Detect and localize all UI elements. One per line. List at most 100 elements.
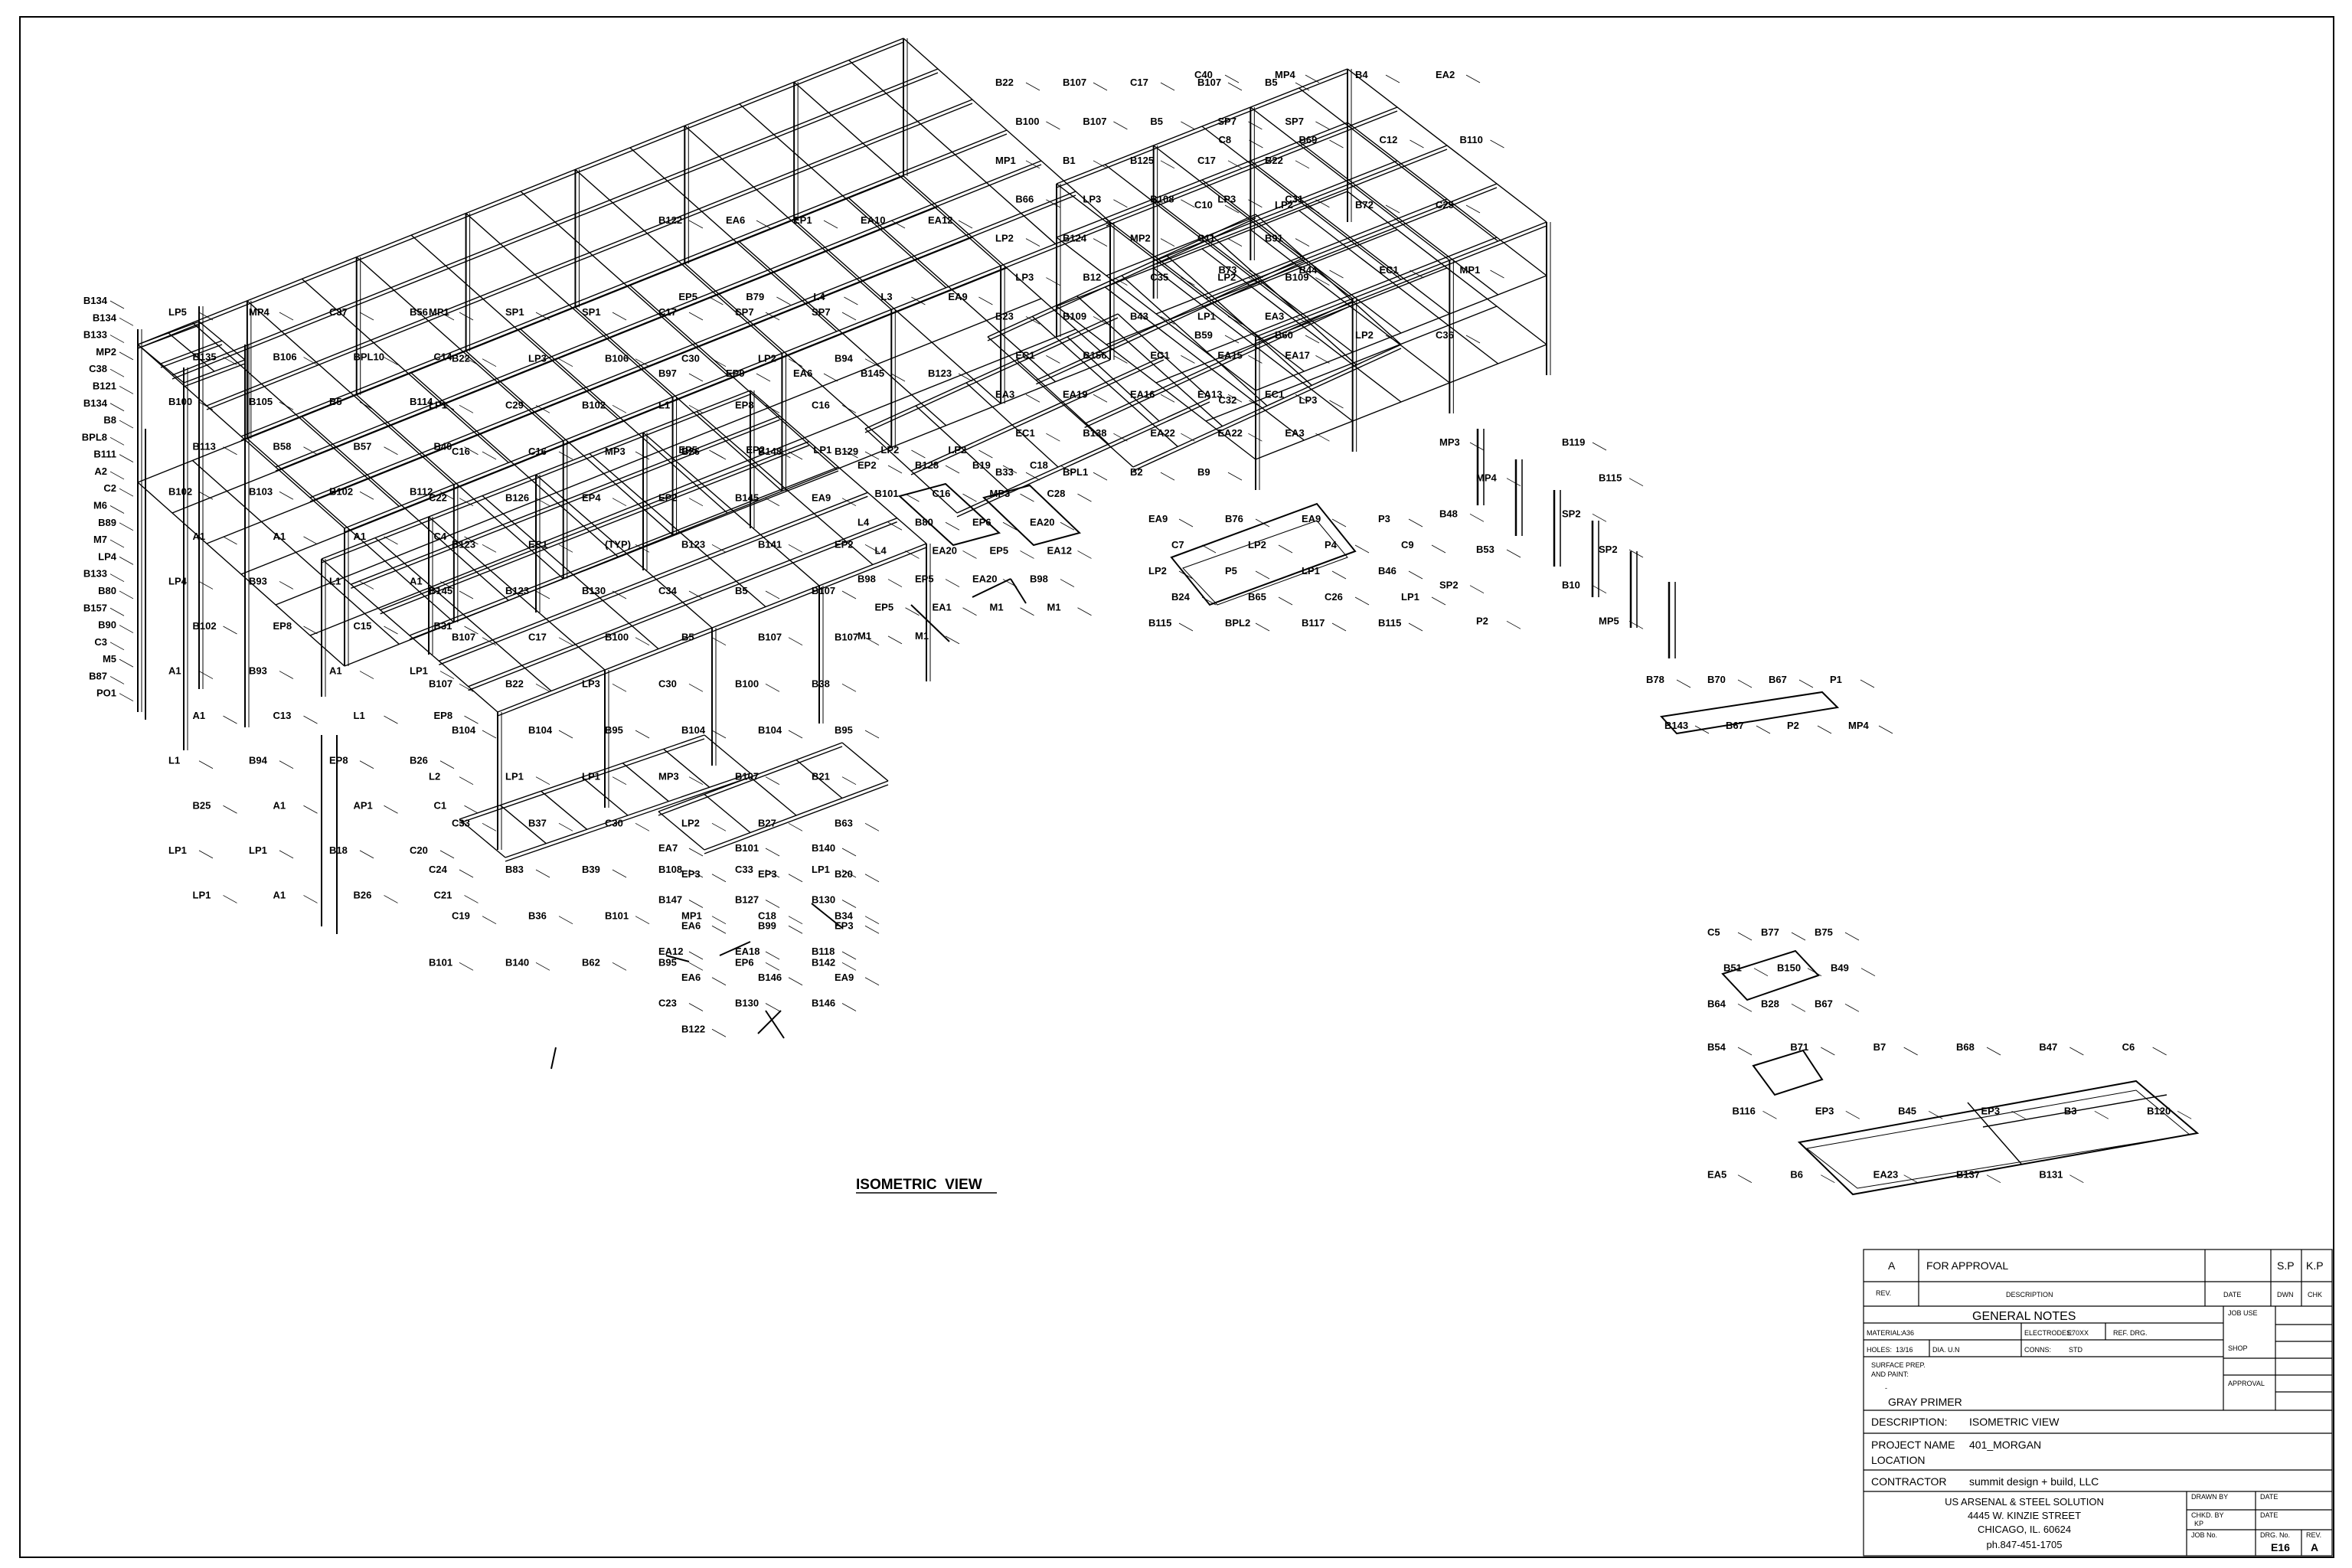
member-label: B141	[758, 538, 782, 550]
member-label: B28	[1761, 998, 1779, 1009]
steel-frame-outline	[1805, 1089, 2191, 1189]
leader-line	[109, 403, 125, 412]
member-label: B134	[83, 295, 108, 306]
leader-line	[119, 522, 134, 531]
steel-member-line	[1031, 315, 1178, 447]
member-label: B95	[605, 724, 623, 736]
date-1: DATE	[2260, 1493, 2278, 1501]
leader-line	[1676, 679, 1691, 688]
steel-member-line	[1155, 149, 1448, 265]
member-label: B9	[1197, 466, 1210, 478]
leader-line	[1093, 82, 1108, 91]
rev-description: FOR APPROVAL	[1926, 1259, 2008, 1272]
steel-member-line	[987, 336, 1134, 468]
leader-line	[688, 498, 704, 507]
member-label: B121	[93, 380, 116, 391]
leader-line	[1305, 335, 1320, 344]
member-label: B116	[1733, 1105, 1756, 1116]
leader-line	[612, 498, 627, 507]
member-label: A1	[410, 575, 423, 586]
member-label: B93	[249, 665, 267, 677]
leader-line	[439, 671, 455, 679]
steel-member-line	[1255, 221, 1547, 338]
steel-member-line	[704, 793, 751, 834]
member-label: B107	[1063, 77, 1086, 88]
member-label: B140	[505, 956, 529, 968]
leader-line	[1002, 521, 1018, 531]
member-label: B44	[1299, 264, 1318, 276]
project-label: PROJECT NAME	[1871, 1439, 1955, 1451]
job-no: JOB No.	[2191, 1531, 2217, 1539]
member-label: C14	[434, 351, 453, 363]
member-label: EP3	[835, 920, 854, 931]
member-label: B97	[658, 368, 677, 379]
member-label: EA18	[735, 946, 760, 957]
leader-line	[279, 401, 294, 410]
leader-line	[635, 637, 650, 646]
leader-line	[119, 386, 134, 394]
steel-member-line	[1155, 198, 1448, 315]
general-notes-heading: GENERAL NOTES	[1972, 1310, 2076, 1323]
member-label: SP1	[505, 306, 524, 318]
leader-line	[1295, 82, 1310, 91]
member-label: B100	[168, 396, 192, 407]
leader-line	[688, 683, 704, 692]
member-label: EA17	[1285, 349, 1310, 361]
leader-line	[119, 693, 134, 702]
member-label: EA12	[1047, 544, 1073, 556]
leader-line	[1845, 1110, 1860, 1119]
leader-line	[1255, 622, 1270, 632]
steel-member-line	[351, 419, 780, 589]
steel-member-line	[719, 941, 751, 956]
leader-line	[459, 683, 474, 692]
member-label: A2	[94, 466, 107, 477]
leader-line	[688, 869, 704, 878]
member-label: B69	[1299, 134, 1318, 145]
steel-frame-outline	[1660, 691, 1840, 735]
member-label: B123	[505, 585, 529, 596]
member-label: LP2	[948, 444, 966, 456]
member-label: B80	[915, 516, 933, 528]
leader-line	[1255, 518, 1270, 528]
member-label: SP7	[812, 306, 831, 318]
steel-member-line	[183, 363, 246, 387]
member-label: C24	[429, 864, 448, 875]
leader-line	[864, 730, 880, 739]
member-label: B22	[1265, 155, 1283, 166]
member-label: MP1	[1460, 264, 1481, 276]
member-label: C11	[1197, 233, 1215, 244]
member-label: EC1	[1380, 264, 1399, 276]
leader-line	[119, 557, 134, 565]
leader-line	[279, 760, 294, 769]
steel-member-line	[505, 773, 751, 858]
steel-member-line	[172, 72, 939, 380]
leader-line	[1002, 465, 1018, 474]
steel-frame-outline	[1721, 949, 1820, 1001]
member-label: EA2	[1436, 69, 1455, 80]
member-label: L1	[658, 399, 670, 410]
steel-member-line	[658, 811, 705, 851]
steel-member-line	[704, 780, 889, 851]
leader-line	[788, 822, 803, 831]
steel-member-line	[704, 784, 889, 854]
member-label: MP4	[249, 306, 270, 318]
member-label: MP3	[605, 446, 626, 457]
leader-line	[558, 730, 573, 739]
member-label: B131	[2039, 1169, 2063, 1181]
leader-line	[1046, 121, 1060, 130]
leader-line	[1408, 570, 1423, 580]
member-label: BPL8	[82, 431, 107, 443]
leader-line	[864, 358, 880, 368]
member-label: BPL1	[1063, 466, 1088, 478]
leader-line	[711, 544, 727, 553]
member-label: SP2	[1439, 580, 1459, 591]
member-label: B130	[812, 894, 835, 906]
leader-line	[2069, 1047, 2084, 1056]
leader-line	[2152, 1047, 2167, 1056]
leader-line	[635, 916, 650, 925]
contractor-value: summit design + build, LLC	[1969, 1475, 2099, 1488]
leader-line	[844, 296, 858, 305]
member-label: B1	[1063, 155, 1076, 166]
steel-member-line	[499, 805, 547, 844]
member-label: B122	[658, 214, 682, 226]
